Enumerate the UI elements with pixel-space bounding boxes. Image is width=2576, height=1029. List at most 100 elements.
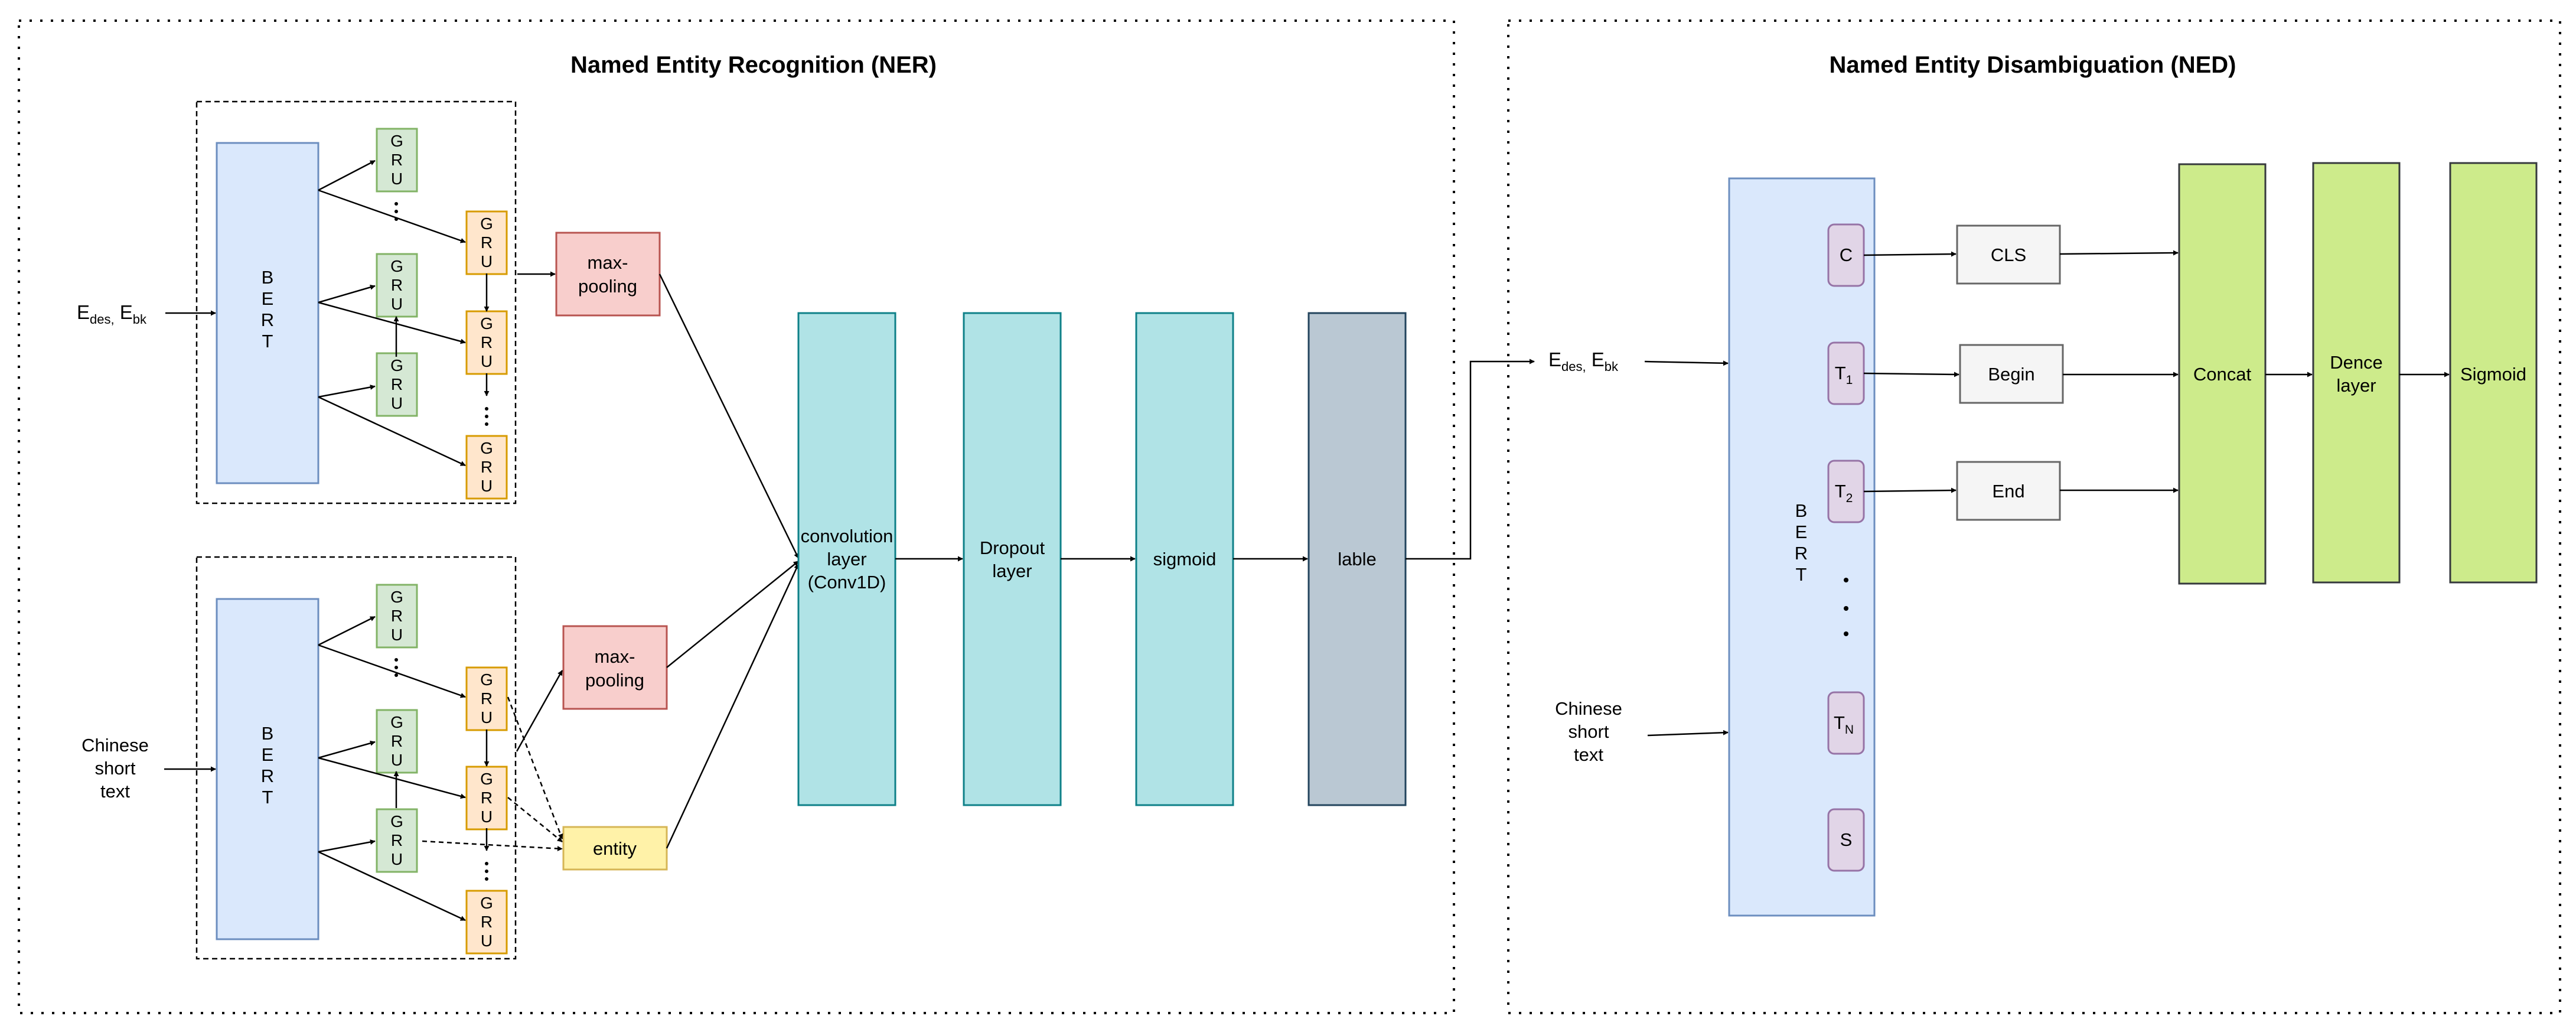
gru-letter: G — [390, 356, 403, 375]
gru-letter: G — [390, 713, 403, 731]
ner-conv-label: convolution layer (Conv1D) — [801, 526, 894, 592]
svg-text:Dropout: Dropout — [980, 538, 1045, 558]
gru-letter: R — [481, 789, 493, 807]
ner-label-text: lable — [1338, 549, 1377, 569]
ned-sigmoid-box — [2449, 162, 2538, 584]
ner-bottom-gru-orange-2: GRU — [465, 766, 508, 831]
gru-letter: U — [481, 352, 493, 370]
svg-text:convolution: convolution — [801, 526, 894, 546]
svg-text:text: text — [100, 781, 130, 802]
ner-dropout-label: Dropout layer — [980, 538, 1045, 581]
gru-letter: U — [481, 477, 493, 495]
gru-letter: U — [391, 626, 403, 644]
ner-bottom-bert-label: B E R T — [261, 723, 274, 807]
ned-c-to-cls-arrow — [1863, 251, 1957, 257]
svg-text:Dence: Dence — [2330, 352, 2383, 373]
gru-letter: R — [391, 607, 403, 625]
ner-top-input-label: Edes, Ebk — [77, 301, 147, 327]
ner-top-gru-green-2: GRU — [376, 253, 418, 318]
svg-text:E: E — [262, 288, 274, 309]
ner-top-gru-orange-2: GRU — [465, 310, 508, 375]
ned-title: Named Entity Disambiguation (NED) — [1830, 52, 2236, 78]
ner-bottom-gru-orange-1: GRU — [465, 666, 508, 731]
svg-text:Chinese: Chinese — [81, 735, 149, 756]
ner-bottom-input-label: Chinese short text — [81, 735, 149, 802]
ner-entity-box — [562, 826, 668, 871]
svg-text:B: B — [262, 267, 274, 288]
ner-bottom-maxpool-label: max- pooling — [585, 646, 644, 691]
ned-concat-label: Concat — [2193, 364, 2252, 385]
ned-token-tn: TN — [1827, 691, 1865, 755]
svg-text:max-: max- — [595, 646, 635, 667]
svg-text:E: E — [262, 744, 274, 765]
svg-text:short: short — [1569, 721, 1609, 742]
gru-letter: G — [390, 132, 403, 150]
ner-top-bert-label: B E R T — [261, 267, 274, 351]
svg-text:TN: TN — [1834, 712, 1854, 737]
ner-bottom-gru-green-2: GRU — [376, 709, 418, 774]
svg-text:C: C — [1840, 245, 1853, 265]
gru-letter: G — [480, 670, 493, 689]
ned-bottom-input-arrow — [1647, 730, 1729, 737]
ned-cls-label: CLS — [1991, 245, 2026, 265]
ner-top-bert-gru-arrows — [318, 159, 490, 467]
ner-sigmoid-box — [1135, 312, 1234, 806]
gru-letter: U — [481, 807, 493, 826]
ned-cls-box — [1956, 224, 2061, 285]
gru-letter: R — [391, 375, 403, 393]
svg-text:pooling: pooling — [585, 670, 644, 691]
ned-token-t2: T2 — [1827, 460, 1865, 523]
ner-top-maxpool-label: max- pooling — [578, 252, 637, 297]
ner-bottom-gru-orange-3: GRU — [465, 890, 508, 955]
gru-letter: R — [481, 689, 493, 708]
ner-bottom-bert-gru-arrows — [318, 616, 490, 921]
gru-letter: R — [391, 276, 403, 294]
svg-text:text: text — [1574, 744, 1603, 765]
ned-token-t1: T1 — [1827, 341, 1865, 405]
gru-letter: U — [391, 751, 403, 769]
ned-token-s: S — [1827, 808, 1865, 872]
ned-sigmoid-label: Sigmoid — [2460, 364, 2526, 385]
svg-text:B: B — [1795, 500, 1808, 521]
gru-letter: U — [481, 252, 493, 271]
ner-bottom-ellipsis — [394, 658, 488, 881]
ner-top-maxpool-box — [555, 232, 661, 317]
svg-text:layer: layer — [827, 549, 866, 569]
gru-letter: R — [481, 458, 493, 476]
gru-letter: U — [391, 850, 403, 868]
gru-letter: R — [391, 151, 403, 169]
svg-text:E: E — [1795, 522, 1808, 542]
ned-bert-box — [1728, 177, 1876, 917]
ner-entity-label: entity — [593, 838, 637, 859]
gru-letter: R — [481, 333, 493, 351]
ner-top-bert-box — [216, 142, 319, 484]
svg-text:R: R — [1795, 543, 1808, 564]
ned-end-label: End — [1992, 481, 2024, 502]
ner-to-conv-arrows — [658, 273, 800, 849]
svg-text:short: short — [95, 758, 136, 779]
ned-concat-box — [2178, 163, 2267, 585]
ned-token-c: C — [1827, 223, 1865, 287]
ner-title: Named Entity Recognition (NER) — [570, 52, 937, 78]
gru-letter: R — [391, 831, 403, 849]
ner-top-gru-orange-3: GRU — [465, 435, 508, 500]
ner-top-gru-orange-1: GRU — [465, 210, 508, 275]
ner-dropout-box — [963, 312, 1062, 806]
svg-text:R: R — [261, 310, 274, 330]
gru-letter: G — [390, 812, 403, 831]
ned-dense-box — [2312, 162, 2401, 584]
svg-text:max-: max- — [588, 252, 628, 273]
gru-letter: R — [481, 913, 493, 931]
gru-letter: G — [480, 894, 493, 912]
ner-top-group-border — [195, 100, 517, 504]
svg-text:B: B — [262, 723, 274, 744]
ned-token-ellipsis — [1844, 578, 1848, 636]
ned-bert-label: B E R T — [1795, 500, 1808, 585]
svg-text:layer: layer — [2336, 375, 2376, 396]
ned-dense-label: Dence layer — [2330, 352, 2383, 396]
gru-letter: G — [480, 770, 493, 788]
gru-letter: G — [390, 257, 403, 275]
svg-text:T1: T1 — [1835, 363, 1853, 387]
